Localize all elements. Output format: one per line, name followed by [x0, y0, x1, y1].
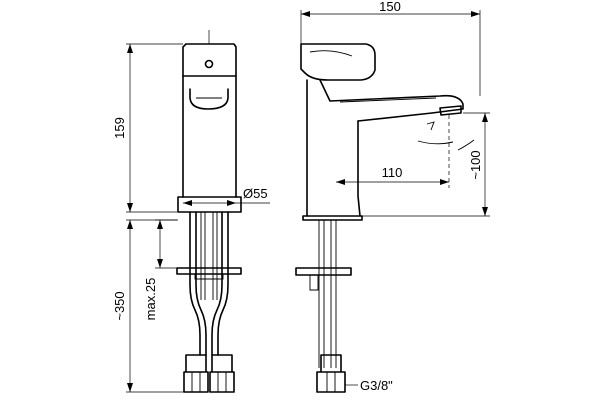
- side-fitting: [316, 354, 346, 393]
- dim-110-arrow-left: [336, 179, 345, 185]
- dim-25-arrow-top: [157, 220, 163, 229]
- front-hose-right: [211, 211, 229, 356]
- dim-100-arrow-top: [482, 113, 488, 122]
- label-hose-length: ~350: [112, 291, 127, 320]
- front-aerator: [189, 88, 229, 110]
- dim-159-arrow-bottom: [127, 203, 133, 212]
- dim-100-arrow-bottom: [482, 207, 488, 216]
- dim-150-arrow-right: [471, 11, 480, 17]
- side-mounting-plate: [295, 267, 352, 276]
- side-spout: [319, 79, 464, 122]
- label-connection-thread: G3/8": [360, 378, 393, 393]
- dimension-labels: 150 159 110 ~100 Ø55 ~350 max.25 G3/8": [112, 0, 483, 393]
- front-mounting-plate: [176, 267, 242, 275]
- front-view: [176, 30, 242, 393]
- dim-150-arrow-left: [301, 11, 310, 17]
- dim-350-arrow-bottom: [127, 383, 133, 392]
- front-nut: [194, 273, 224, 280]
- flow-arc: [417, 140, 454, 145]
- side-base: [302, 215, 363, 221]
- label-max-thickness: max.25: [143, 278, 158, 321]
- side-body: [306, 79, 361, 217]
- side-fitting-hex-lines: [326, 372, 336, 392]
- dim-55-arrow-left: [183, 200, 192, 206]
- label-spout-height: ~100: [468, 150, 483, 179]
- dim-25-arrow-bottom: [157, 259, 163, 268]
- front-rods: [200, 212, 218, 300]
- dimension-lines: [126, 10, 490, 393]
- front-hose-left: [189, 211, 207, 356]
- front-handle-indicator: [204, 59, 214, 69]
- dim-110-arrow-right: [440, 179, 449, 185]
- side-view: [295, 43, 475, 393]
- side-bracket: [309, 274, 319, 291]
- side-spout-highlight: [339, 97, 437, 103]
- label-overall-height: 159: [112, 117, 127, 139]
- flow-arrow-mark: [426, 121, 435, 131]
- front-fitting-hex-lines: [191, 372, 227, 392]
- front-body: [182, 75, 237, 198]
- front-fitting-left: [183, 354, 209, 393]
- label-spout-reach: 110: [382, 165, 403, 180]
- side-rods: [318, 220, 337, 368]
- dim-350-arrow-top: [127, 220, 133, 229]
- label-base-diameter: Ø55: [243, 186, 268, 201]
- flow-arc-right: [457, 139, 475, 151]
- dim-55-arrow-right: [227, 200, 236, 206]
- side-lever-contour: [309, 50, 353, 57]
- label-overall-width: 150: [379, 0, 401, 14]
- side-aerator: [439, 105, 462, 116]
- side-lever: [300, 43, 376, 81]
- front-fitting-right: [209, 354, 235, 393]
- dim-159-arrow-top: [127, 44, 133, 53]
- front-base: [177, 196, 242, 213]
